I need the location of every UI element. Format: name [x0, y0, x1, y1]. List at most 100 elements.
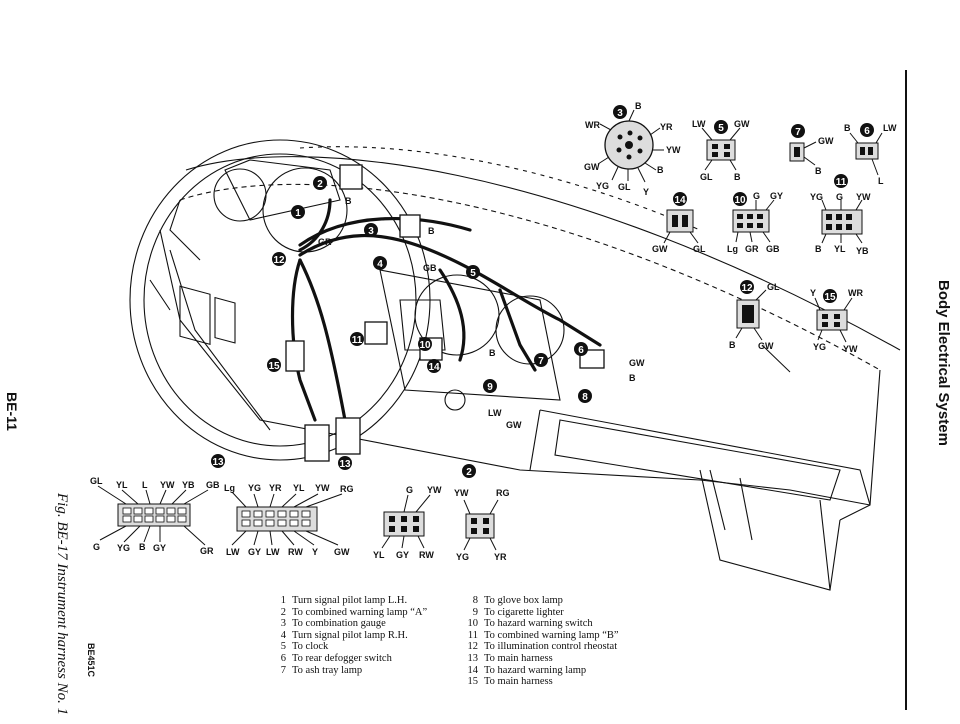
svg-text:Y: Y: [810, 288, 816, 298]
callout-7b: 7: [534, 353, 548, 367]
svg-text:YB: YB: [856, 246, 869, 256]
svg-text:6: 6: [864, 126, 870, 137]
svg-text:Y: Y: [643, 187, 649, 197]
svg-text:G: G: [406, 485, 413, 495]
callout-2: 2: [313, 176, 327, 190]
svg-text:YR: YR: [269, 483, 282, 493]
svg-text:WR: WR: [848, 288, 863, 298]
svg-text:GY: GY: [396, 550, 409, 560]
callout-12b: 12: [272, 252, 286, 266]
connector-13a-face: GL YL L YW YB GB G YG B GY GR: [90, 476, 220, 556]
svg-text:Y: Y: [312, 547, 318, 557]
svg-text:RW: RW: [288, 547, 303, 557]
connector-10-face: G GY Lg GR GB: [727, 191, 783, 254]
callout-14b: 14: [427, 359, 441, 373]
svg-text:12: 12: [273, 255, 285, 266]
svg-text:7: 7: [795, 127, 801, 138]
svg-text:GW: GW: [334, 547, 350, 557]
callout-15b: 15: [267, 358, 281, 372]
svg-text:RW: RW: [419, 550, 434, 560]
svg-text:2: 2: [466, 467, 472, 478]
svg-text:WR: WR: [585, 120, 600, 130]
svg-text:LW: LW: [883, 123, 897, 133]
svg-text:3: 3: [368, 226, 374, 237]
svg-text:RG: RG: [496, 488, 510, 498]
svg-text:B: B: [489, 348, 496, 358]
svg-text:YL: YL: [116, 480, 128, 490]
connector-a-face: G YW YL GY RW: [373, 485, 442, 560]
connector-2-face: YW RG YG YR: [454, 488, 510, 562]
svg-text:YL: YL: [373, 550, 385, 560]
callout-10: 10: [733, 192, 747, 206]
svg-text:G: G: [836, 192, 843, 202]
svg-text:LW: LW: [266, 547, 280, 557]
callout-14: 14: [673, 192, 687, 206]
svg-text:GB: GB: [423, 263, 437, 273]
callout-7: 7: [791, 124, 805, 138]
svg-text:B: B: [635, 101, 642, 111]
svg-text:11: 11: [836, 177, 847, 188]
svg-text:9: 9: [487, 382, 493, 393]
svg-text:YG: YG: [117, 543, 130, 553]
svg-text:GL: GL: [767, 282, 780, 292]
svg-text:B: B: [428, 226, 435, 236]
svg-text:14: 14: [428, 362, 440, 373]
callout-9: 9: [483, 379, 497, 393]
svg-text:4: 4: [377, 259, 383, 270]
callout-10b: 10: [418, 337, 432, 351]
callout-2b: 2: [462, 464, 476, 478]
svg-text:LW: LW: [692, 119, 706, 129]
svg-text:GL: GL: [693, 244, 706, 254]
connector-7-face: GW B: [789, 136, 834, 176]
callout-15: 15: [823, 289, 837, 303]
svg-text:6: 6: [578, 345, 584, 356]
svg-text:B: B: [815, 166, 822, 176]
svg-text:GY: GY: [153, 543, 166, 553]
svg-text:GY: GY: [770, 191, 783, 201]
svg-text:YW: YW: [666, 145, 681, 155]
svg-text:12: 12: [741, 283, 753, 294]
connector-11-face: YG G YW B YL YB: [810, 192, 871, 256]
svg-text:GB: GB: [206, 480, 220, 490]
connector-13b-face: Lg YG YR YL YW RG LW GY LW RW Y GW: [224, 483, 354, 557]
svg-text:YG: YG: [813, 342, 826, 352]
svg-text:B: B: [815, 244, 822, 254]
svg-text:Lg: Lg: [224, 483, 235, 493]
connector-12-face: GL B GW: [729, 282, 791, 373]
svg-text:Lg: Lg: [727, 244, 738, 254]
svg-text:13: 13: [339, 459, 351, 470]
callout-13b: 13: [338, 456, 352, 470]
svg-text:13: 13: [212, 457, 224, 468]
svg-text:YG: YG: [596, 181, 609, 191]
svg-text:YG: YG: [810, 192, 823, 202]
svg-text:5: 5: [718, 123, 724, 134]
svg-text:RG: RG: [340, 484, 354, 494]
svg-text:B: B: [844, 123, 851, 133]
svg-text:GL: GL: [700, 172, 713, 182]
svg-text:YW: YW: [454, 488, 469, 498]
svg-text:YB: YB: [182, 480, 195, 490]
callout-5: 5: [714, 120, 728, 134]
svg-text:YW: YW: [427, 485, 442, 495]
svg-text:YL: YL: [293, 483, 305, 493]
svg-text:GL: GL: [90, 476, 103, 486]
callout-8: 8: [578, 389, 592, 403]
svg-text:L: L: [142, 480, 148, 490]
right-border-rule: [905, 70, 907, 710]
svg-text:11: 11: [352, 335, 363, 346]
svg-text:10: 10: [734, 195, 746, 206]
svg-text:GW: GW: [629, 358, 645, 368]
svg-text:YW: YW: [160, 480, 175, 490]
svg-text:7: 7: [538, 356, 544, 367]
callout-6: 6: [860, 123, 874, 137]
